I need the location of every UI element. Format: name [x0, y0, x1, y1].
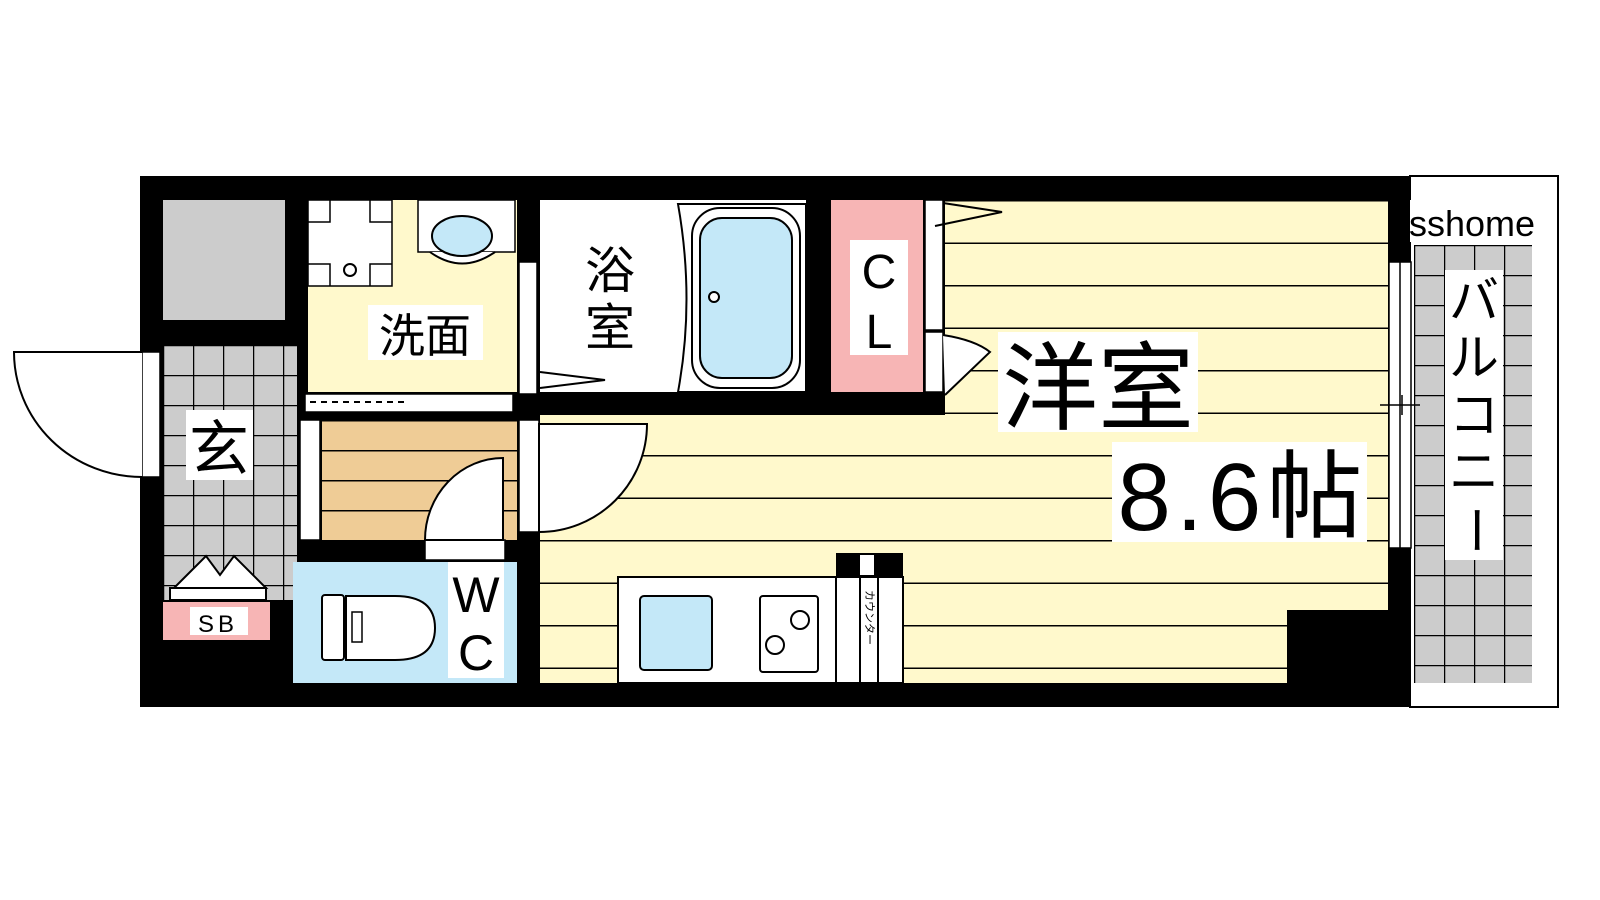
- washroom-sliding-door[interactable]: [304, 393, 514, 413]
- storage: [163, 200, 285, 320]
- stove: [759, 595, 819, 673]
- watermark-bg: [1408, 200, 1536, 242]
- room-door[interactable]: [518, 419, 649, 534]
- svg-text:バ: バ: [1449, 272, 1499, 330]
- closet-label-1: C: [862, 246, 897, 299]
- watermark: sshome: [1409, 203, 1535, 244]
- wc-label-bg: [448, 562, 504, 678]
- shoe-box-label: SB: [198, 611, 238, 638]
- toilet-door[interactable]: [423, 456, 506, 561]
- closet-doors[interactable]: [924, 199, 1003, 396]
- svg-text:ル: ル: [1449, 329, 1499, 387]
- toilet-icon: [321, 594, 437, 661]
- bath-label-1: 浴: [585, 242, 635, 300]
- hall-storage-door[interactable]: [299, 419, 321, 541]
- kitchen-sink: [639, 595, 713, 671]
- counter: [835, 553, 904, 684]
- balcony: [1409, 175, 1559, 708]
- washroom-label: 洗面: [379, 309, 471, 363]
- closet-label-bg: [850, 240, 908, 355]
- balcony-label: バ ル コ ニ ー: [1446, 272, 1504, 555]
- wc-label-1: W: [452, 567, 500, 623]
- svg-text:コ: コ: [1449, 386, 1499, 444]
- balcony-window[interactable]: [1380, 261, 1420, 549]
- washer-pan: [307, 199, 393, 287]
- entrance-label: 玄: [189, 415, 249, 485]
- bathtub: [676, 203, 807, 393]
- wc-label-2: C: [458, 625, 494, 681]
- shoe-box: [163, 554, 270, 640]
- counter-label: カウンター: [863, 590, 876, 645]
- western-room: [540, 200, 1388, 683]
- wash-basin: [417, 199, 516, 265]
- western-room-size: 8.6帖: [1118, 444, 1363, 551]
- svg-text:ー: ー: [1446, 505, 1504, 555]
- bath-label-2: 室: [585, 299, 635, 357]
- closet-label-2: L: [866, 306, 893, 359]
- bath-door-swing: [539, 371, 606, 389]
- western-room-label: 洋室: [1002, 333, 1194, 445]
- bath-door[interactable]: [518, 261, 538, 395]
- svg-text:ニ: ニ: [1449, 443, 1499, 501]
- entry-door[interactable]: [12, 351, 161, 478]
- kitchen: [617, 576, 837, 684]
